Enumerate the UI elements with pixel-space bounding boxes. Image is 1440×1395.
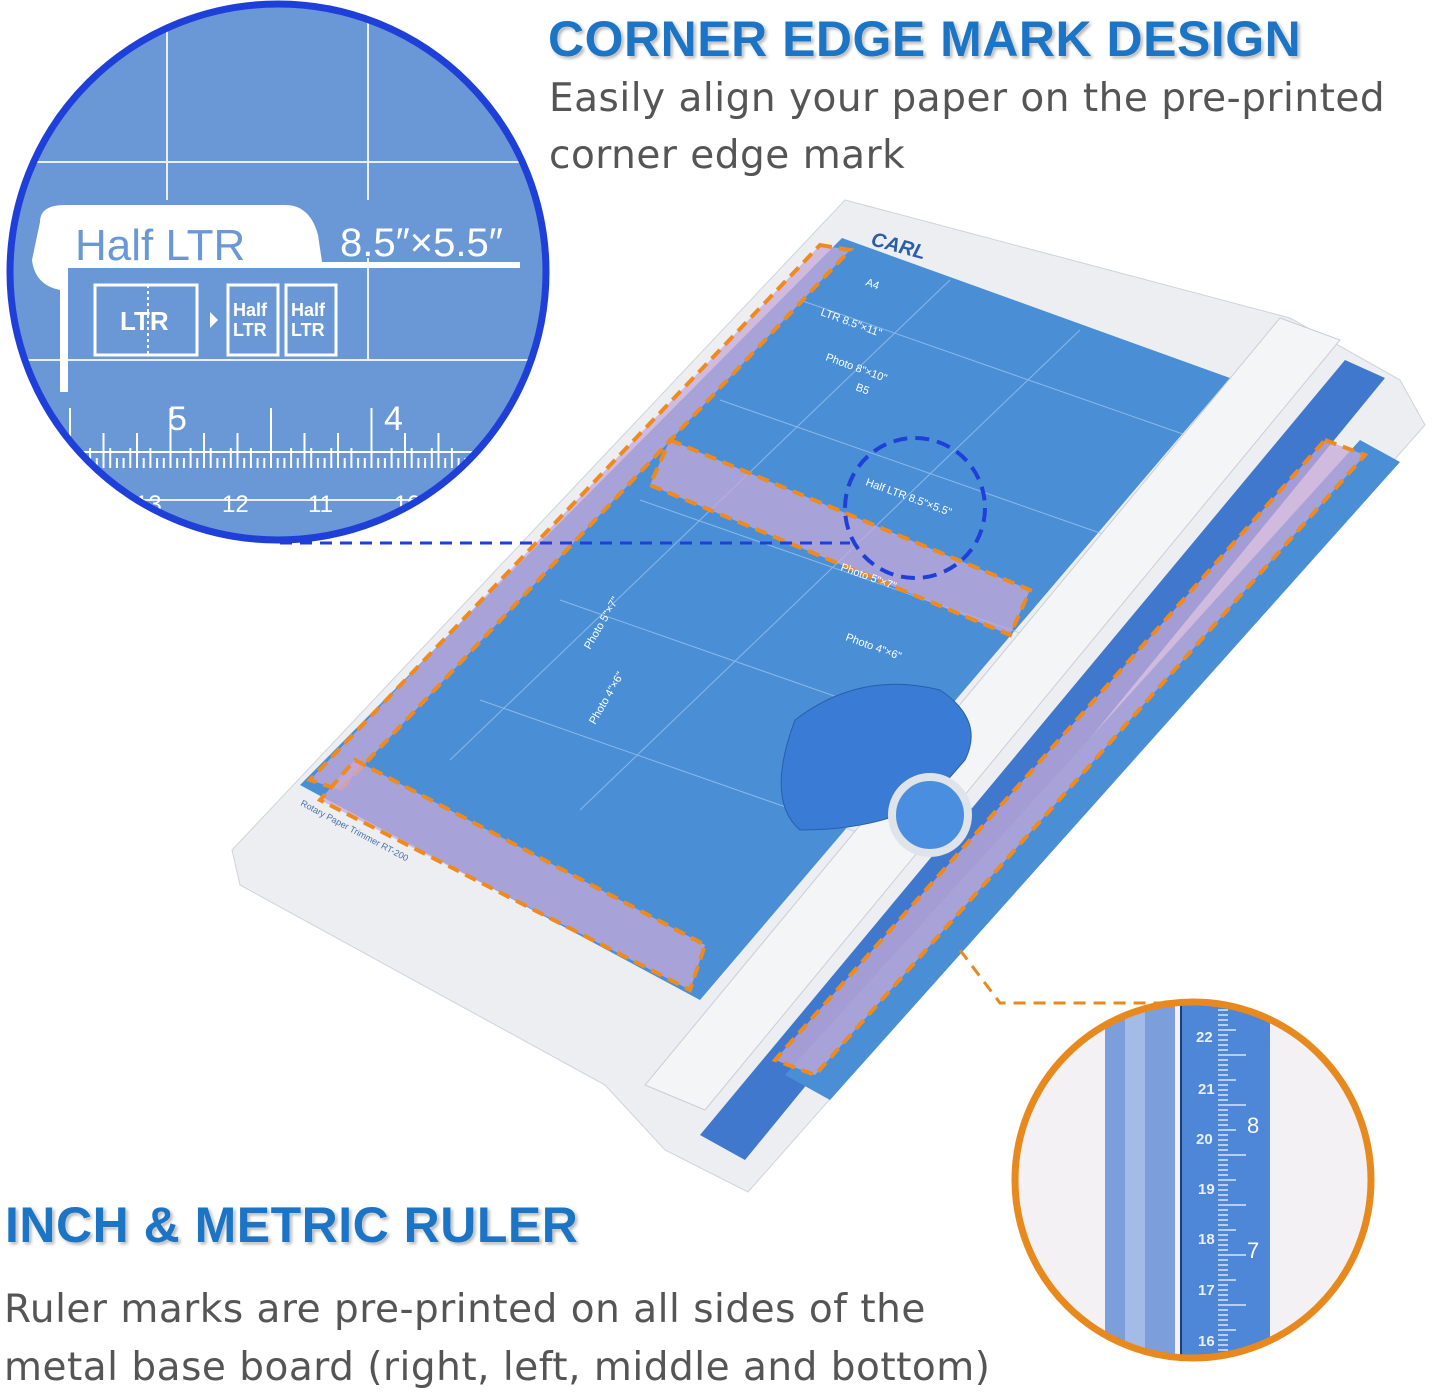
top-feature-line-1: Easily align your paper on the pre-print… <box>549 76 1386 121</box>
svg-text:11: 11 <box>308 491 333 518</box>
bottom-ruler-highlight <box>316 757 708 993</box>
middle-ruler-highlight <box>647 437 1033 638</box>
bottom-feature-line-1: Ruler marks are pre-printed on all sides… <box>4 1287 926 1332</box>
svg-text:19: 19 <box>1198 1181 1215 1198</box>
half-ltr-label: Half LTR <box>75 221 245 270</box>
board-grid <box>449 279 1201 841</box>
cutting-board <box>300 238 1230 1000</box>
svg-text:5: 5 <box>168 400 187 438</box>
svg-text:Half: Half <box>291 300 326 320</box>
half-ltr-size: 8.5″×5.5″ <box>340 221 503 265</box>
svg-text:4: 4 <box>384 400 403 438</box>
left-ruler-highlight <box>306 242 855 793</box>
svg-text:B5: B5 <box>854 382 871 398</box>
svg-text:22: 22 <box>1196 1029 1213 1046</box>
svg-text:7: 7 <box>1247 1238 1259 1263</box>
svg-text:A4: A4 <box>864 277 881 293</box>
cutter-wheel <box>888 773 972 857</box>
svg-text:LTR: LTR <box>120 306 169 336</box>
svg-text:LTR: LTR <box>233 320 267 340</box>
paper-trimmer: CARL A4 LTR 8.5"×11" Photo 8"×10" B5 Hal… <box>231 199 1426 1193</box>
svg-text:8: 8 <box>1247 1113 1259 1138</box>
svg-text:16: 16 <box>1198 1333 1215 1350</box>
svg-text:21: 21 <box>1198 1081 1215 1098</box>
top-feature-title: CORNER EDGE MARK DESIGN <box>548 11 1302 67</box>
top-feature-line-2: corner edge mark <box>549 133 906 178</box>
svg-text:17: 17 <box>1198 1282 1215 1299</box>
ruler-zoom: 22 21 20 19 18 17 16 8 7 <box>1011 998 1375 1362</box>
svg-text:LTR: LTR <box>291 320 325 340</box>
svg-text:Half: Half <box>233 300 268 320</box>
svg-text:18: 18 <box>1198 1231 1215 1248</box>
bottom-feature-line-2: metal base board (right, left, middle an… <box>4 1345 991 1390</box>
bottom-feature-title: INCH & METRIC RULER <box>5 1197 579 1253</box>
ruler-connector-line <box>958 949 1170 1005</box>
svg-text:20: 20 <box>1196 1131 1213 1148</box>
corner-zoom: Half LTR 8.5″×5.5″ LTR Half LTR Half LTR… <box>6 0 550 544</box>
cutter-rail <box>644 317 1341 1111</box>
corner-highlight-circle <box>843 436 987 580</box>
right-ruler-highlight <box>771 437 1369 1078</box>
svg-text:12: 12 <box>222 491 249 518</box>
